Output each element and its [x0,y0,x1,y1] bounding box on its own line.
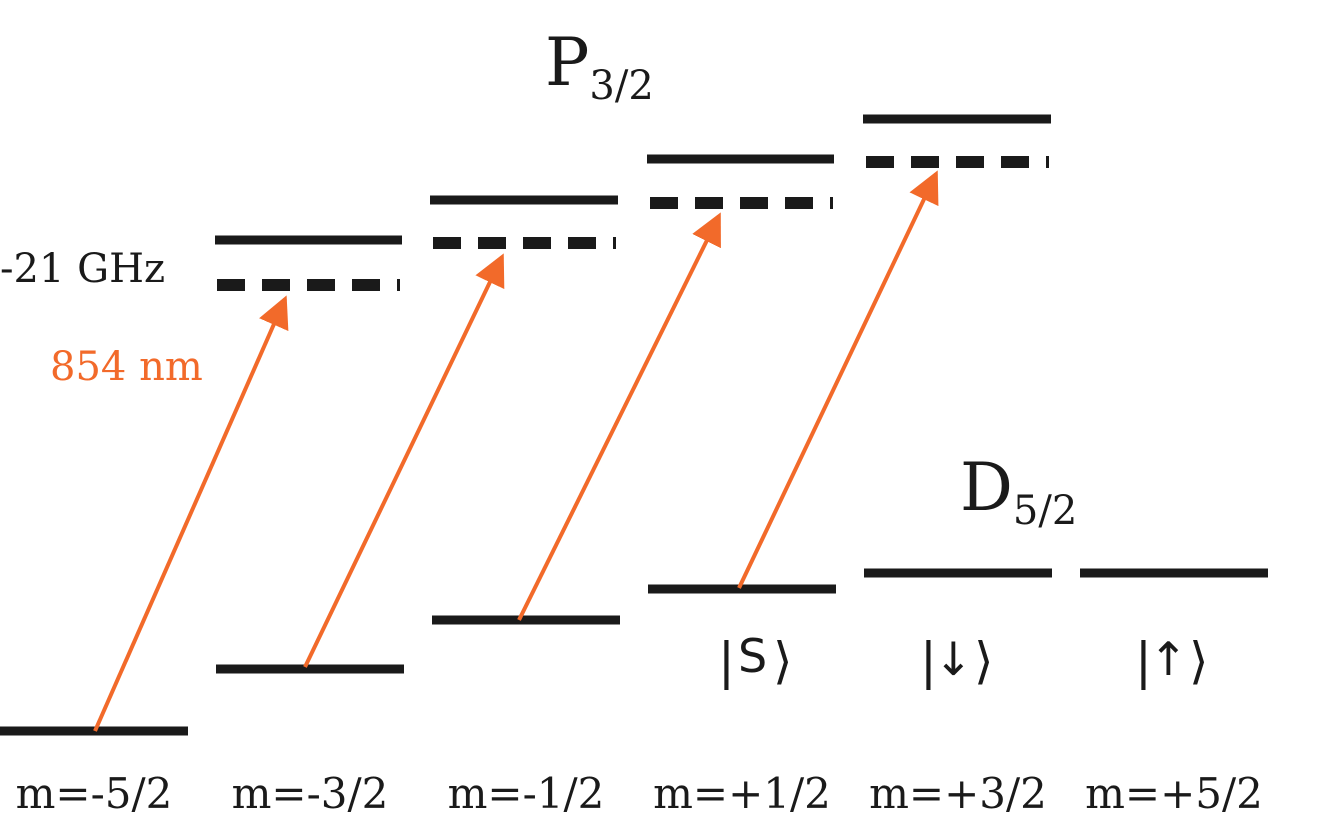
ket-s-bar: | [718,632,735,690]
ket-s-symbol: S [738,629,767,683]
ket-down-bar: | [920,632,937,690]
laser-arrow-m+1-2 [737,170,939,589]
m-label-m-3-2: m=-3/2 [232,769,389,818]
p-manifold-sub: 3/2 [589,63,653,109]
ket-down-symbol: ↓ [934,632,973,686]
m-label-m+1-2: m=+1/2 [653,769,831,818]
m-label-m-5-2: m=-5/2 [16,769,173,818]
m-label-m+3-2: m=+3/2 [869,769,1047,818]
laser-arrow-m-5-2 [93,295,289,732]
detuning-label: -21 GHz [0,246,165,292]
ket-down: | ↓ ⟩ [920,632,994,690]
ket-up-bar: | [1135,632,1152,690]
laser-arrow-m-3-2 [303,253,505,668]
d-manifold-sub: 5/2 [1013,488,1077,534]
ket-up: | ↑ ⟩ [1135,632,1209,690]
m-label-m+5-2: m=+5/2 [1085,769,1263,818]
laser-arrow-m-1-2 [517,212,721,621]
p-manifold-label: P3/2 [545,24,654,109]
ket-s: | S ⟩ [718,629,793,690]
ket-up-symbol: ↑ [1149,632,1188,686]
d-manifold-main: D [960,449,1013,526]
ket-s-bracket: ⟩ [773,632,793,690]
laser-wavelength-label: 854 nm [50,344,203,390]
p-manifold-main: P [545,24,589,101]
d-manifold-label: D5/2 [960,449,1077,534]
ket-down-bracket: ⟩ [974,632,994,690]
ket-up-bracket: ⟩ [1189,632,1209,690]
m-label-m-1-2: m=-1/2 [448,769,605,818]
